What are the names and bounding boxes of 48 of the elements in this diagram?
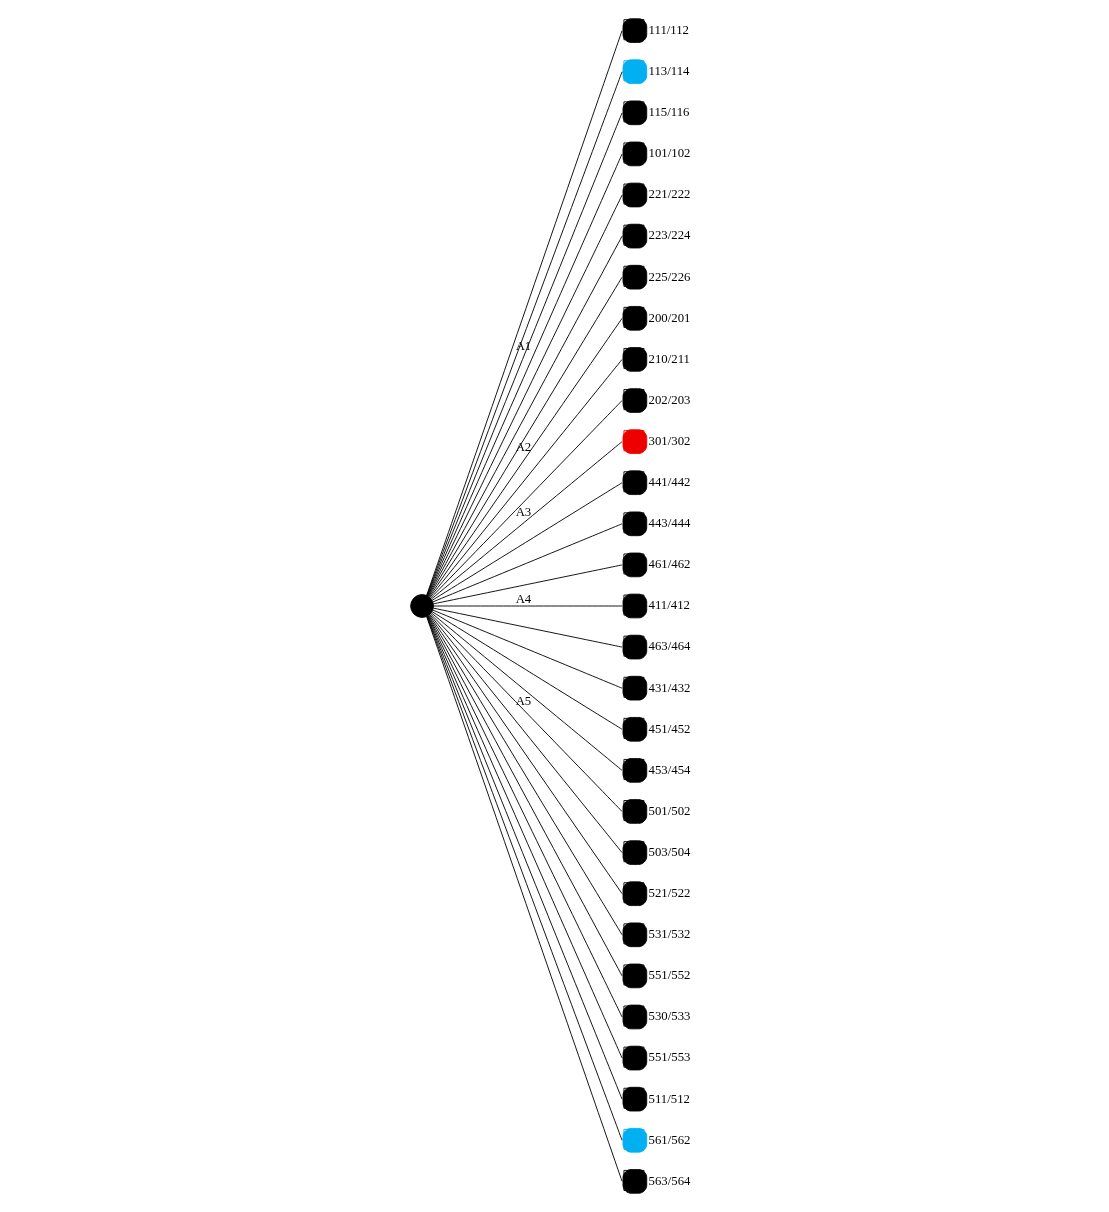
node-label: 453/454 (648, 762, 691, 777)
node-label: 210/211 (648, 351, 690, 366)
node-circle (410, 594, 434, 618)
node-label: 111/112 (648, 22, 689, 37)
connector (431, 611, 623, 730)
node-label: 200/201 (648, 310, 691, 325)
connector (429, 614, 623, 854)
node-label: 411/412 (648, 598, 690, 613)
node-label: 501/502 (648, 803, 691, 818)
connector (432, 609, 623, 689)
connector (432, 564, 623, 605)
edge-label: A1 (515, 339, 532, 354)
node-label: 531/532 (648, 927, 691, 942)
node-label: 561/562 (648, 1132, 691, 1147)
connector (433, 605, 623, 607)
node-label: 551/552 (648, 968, 691, 983)
connector (430, 612, 623, 771)
edge-label: A4 (515, 591, 532, 606)
node-label: 503/504 (648, 844, 691, 859)
node-label: 225/226 (648, 269, 691, 284)
node-label: 563/564 (648, 1173, 691, 1188)
node-label: 521/522 (648, 886, 691, 901)
node-label: 115/116 (648, 105, 690, 120)
connector (430, 613, 623, 812)
connector (432, 523, 623, 603)
node-label: 202/203 (648, 392, 691, 407)
node-label: 101/102 (648, 146, 691, 161)
node-label: 451/452 (648, 721, 691, 736)
node-label: 113/114 (648, 64, 690, 79)
node-label: 463/464 (648, 639, 691, 654)
node-label: 441/442 (648, 475, 691, 490)
node-label: 223/224 (648, 228, 691, 243)
node-label: 443/444 (648, 516, 691, 531)
connector (430, 441, 623, 600)
node-label: 221/222 (648, 187, 691, 202)
connector (431, 482, 623, 601)
edge-label: A2 (515, 439, 532, 454)
node-label: 530/533 (648, 1009, 691, 1024)
edge-label: A5 (515, 693, 532, 708)
node-label: 461/462 (648, 557, 691, 572)
node-label: 551/553 (648, 1050, 691, 1065)
node-label: 511/512 (648, 1091, 690, 1106)
node-label: 301/302 (648, 433, 691, 448)
node-label: 431/432 (648, 680, 691, 695)
connector (432, 607, 623, 648)
connector (430, 400, 623, 599)
connector (429, 358, 623, 598)
edge-label: A3 (515, 504, 532, 519)
